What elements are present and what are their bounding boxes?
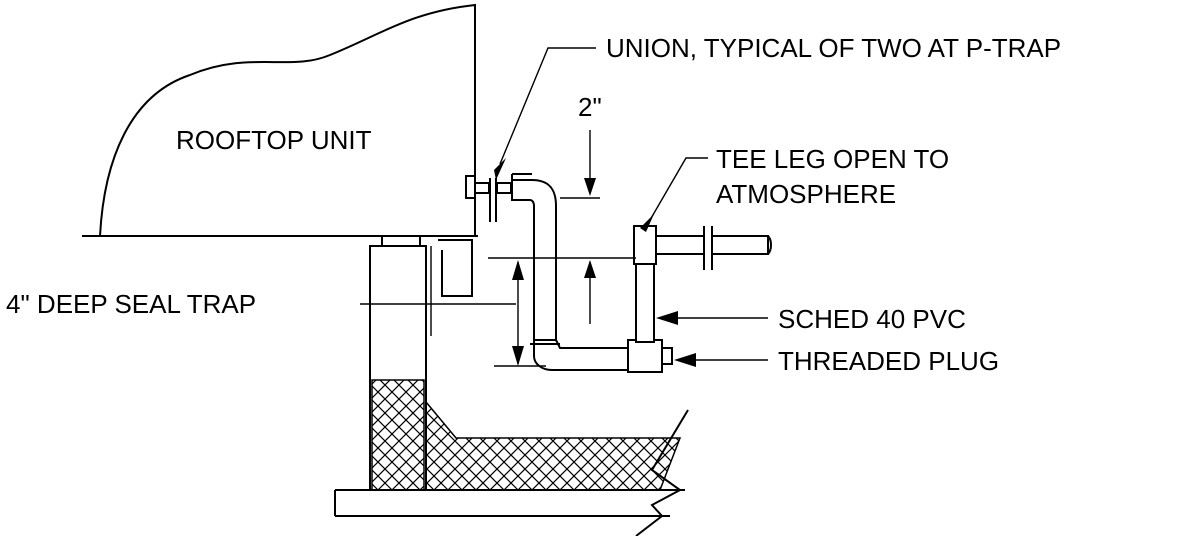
p-trap-piping xyxy=(474,173,772,373)
rooftop-unit-label: ROOFTOP UNIT xyxy=(176,125,372,155)
threaded-plug-label: THREADED PLUG xyxy=(778,346,999,376)
leader-sched40 xyxy=(656,311,768,325)
rooftop-unit xyxy=(82,3,478,237)
sched40-label: SCHED 40 PVC xyxy=(778,304,966,334)
deep-seal-trap-label: 4" DEEP SEAL TRAP xyxy=(6,289,256,319)
tee-leg-label-line2: ATMOSPHERE xyxy=(716,179,896,209)
leader-union xyxy=(494,47,596,180)
dimension-2in xyxy=(488,130,636,324)
union-label: UNION, TYPICAL OF TWO AT P-TRAP xyxy=(606,33,1061,63)
dimension-4in xyxy=(494,260,546,367)
tee-leg-label-line1: TEE LEG OPEN TO xyxy=(716,144,949,174)
leader-tee xyxy=(640,157,708,232)
leader-plug xyxy=(674,353,768,367)
dimension-2in-label: 2" xyxy=(578,92,602,122)
roof-curb xyxy=(334,235,689,536)
